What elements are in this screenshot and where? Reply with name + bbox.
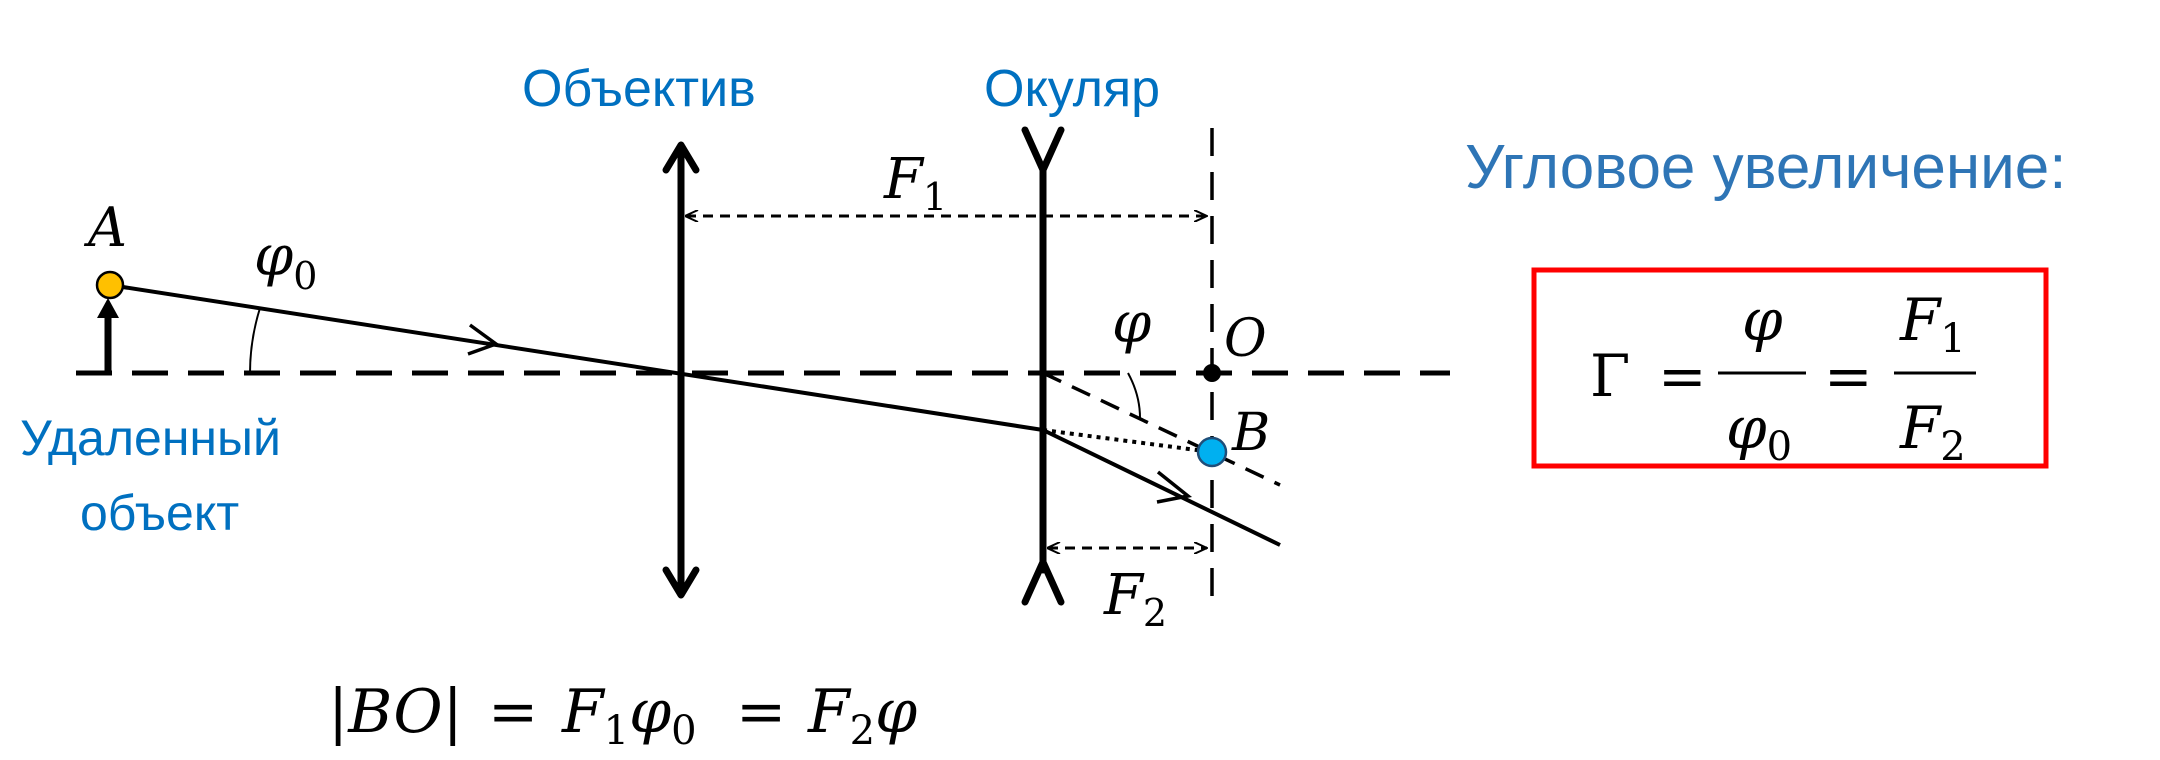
label-B: B: [1231, 403, 1270, 463]
construction-ray: [1042, 371, 1281, 487]
label-phi0: φ0: [254, 224, 317, 298]
formula-eq2: =: [1824, 342, 1873, 410]
formula-frac2-den: F2: [1899, 394, 1966, 470]
eyepiece-lens: [1021, 126, 1065, 606]
incident-ray: [109, 283, 1044, 432]
formula-frac2-num: F1: [1899, 286, 1966, 362]
label-F1: F1: [883, 147, 947, 219]
bottom-formula-eq1: =: [488, 677, 538, 747]
formula-lhs: Γ: [1590, 342, 1630, 410]
objective-lens: [662, 141, 700, 599]
label-F2: F2: [1103, 563, 1167, 635]
object-arrow: [97, 298, 119, 373]
formula-box: [1531, 267, 2049, 469]
remote-object-label-line2: объект: [80, 485, 239, 541]
magnification-formula: Γ = φ φ0 = F1 F2: [1590, 286, 1976, 470]
remote-object-label-line1: Удаленный: [20, 410, 281, 466]
formula-frac1-num: φ: [1742, 286, 1783, 354]
point-A-dot: [95, 270, 125, 300]
label-phi: φ: [1112, 291, 1151, 356]
angle-arc-phi: [1127, 372, 1141, 419]
label-A: A: [83, 196, 127, 259]
bottom-formula-lhs: |BO|: [328, 677, 463, 747]
label-O: O: [1224, 309, 1267, 369]
bottom-formula-term2: F2φ: [807, 677, 917, 754]
formula-frac1-den: φ0: [1726, 394, 1792, 470]
dotted-ray-to-B: [1042, 428, 1213, 454]
emerging-ray-arrowhead: [1156, 470, 1193, 504]
point-O-dot: [1203, 364, 1221, 382]
formula-eq1: =: [1658, 342, 1707, 410]
eyepiece-label: Окуляр: [984, 60, 1160, 118]
bottom-formula-eq2: =: [736, 677, 786, 747]
bottom-formula: |BO| = F1φ0 = F2φ: [328, 677, 917, 754]
ray-arrowhead: [467, 323, 500, 356]
point-B-dot: [1196, 436, 1228, 468]
objective-label: Объектив: [522, 60, 756, 118]
emerging-ray: [1042, 428, 1281, 547]
heading-angular-magnification: Угловое увеличение:: [1465, 133, 2066, 202]
angle-arc-phi0: [249, 307, 261, 374]
bottom-formula-term1: F1φ0: [561, 677, 697, 754]
